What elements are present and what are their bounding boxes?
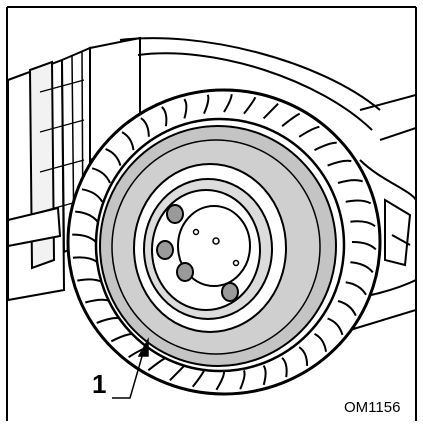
hub-small-hole [192,228,200,236]
tread-lug [337,300,357,317]
tread-lug [262,102,279,120]
tread-lug [350,261,374,274]
tread-lug [298,346,309,366]
tread-lug [81,188,104,203]
wheel-nut [166,204,184,224]
wheel-rim [133,163,287,333]
tread-lug [351,240,377,251]
tread-lug [215,371,225,391]
tread-lug [203,94,210,115]
tread-lug [298,125,320,138]
wheel-nuts [156,204,239,302]
callout-number: 1 [92,369,107,399]
tread-lug [72,233,97,243]
tread-lug [314,141,337,151]
tread-lug [281,112,301,127]
tread-lug [223,94,233,113]
tread-lug [140,117,150,137]
hub-small-hole [232,259,240,267]
hub-center-hole [212,237,220,245]
tread-lug [239,370,246,390]
tread-lug [161,106,168,127]
tread-lug [91,167,111,184]
tread-lug [75,210,99,223]
tread-lug [262,365,267,386]
tread-lug [345,281,367,296]
wheel-nut [156,240,174,260]
tread-lug [121,131,135,151]
wheel-nut [221,282,239,302]
wheel-hub [177,205,251,287]
figure-code: OM1156 [344,399,401,416]
tread-lug [327,317,344,336]
tread-pattern [72,94,377,391]
tread-lug [191,369,205,388]
tread-lug [345,199,372,205]
fender [119,37,416,331]
tread-lug [243,96,257,115]
tread-lug [183,98,188,119]
tread-lug [337,179,364,184]
tread-lug [105,148,122,166]
tread-lug [314,333,327,352]
tread-lug [281,357,288,378]
wheel-nut [176,262,194,282]
tread-lug [327,159,352,167]
tread-lug [350,220,376,228]
callout-leader [112,337,149,399]
